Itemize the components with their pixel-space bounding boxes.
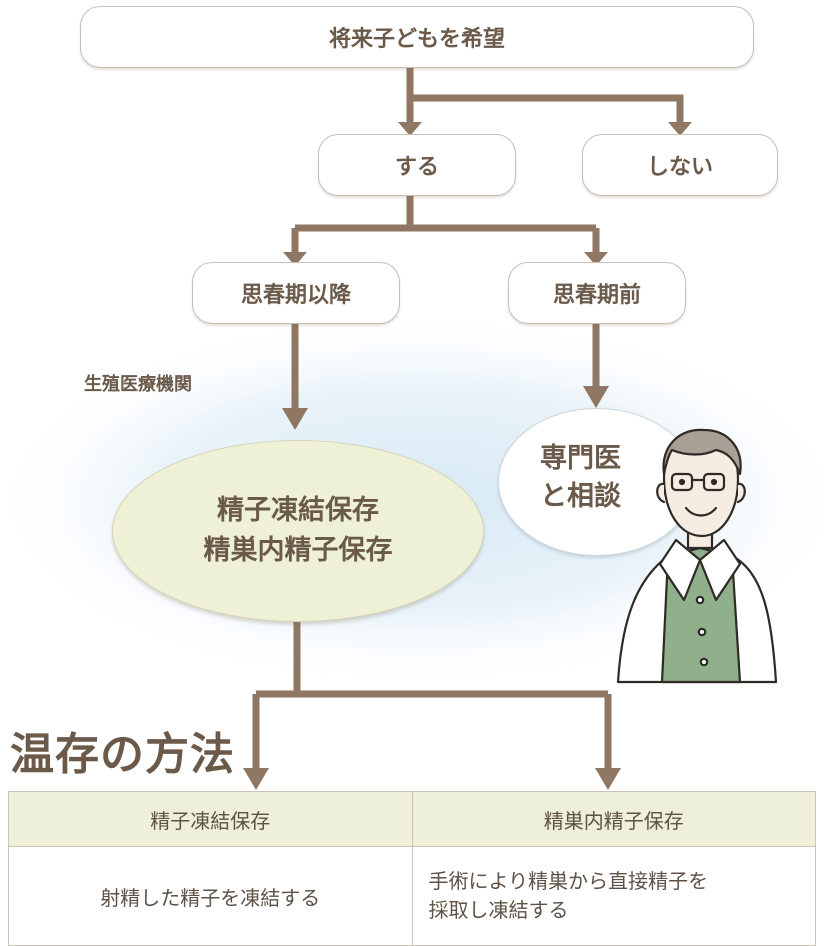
wish-children-label: 将来子どもを希望	[328, 27, 505, 52]
no-box: しない	[582, 134, 778, 196]
table-header-row: 精子凍結保存 精巣内精子保存	[8, 791, 816, 847]
wish-children-box: 将来子どもを希望	[80, 6, 754, 68]
methods-table: 精子凍結保存 精巣内精子保存 射精した精子を凍結する 手術により精巣から直接精子…	[8, 791, 816, 946]
table-row: 射精した精子を凍結する 手術により精巣から直接精子を 採取し凍結する	[8, 846, 816, 946]
yes-label: する	[394, 155, 439, 180]
no-label: しない	[646, 155, 713, 180]
cell-testicular-sperm-desc: 手術により精巣から直接精子を 採取し凍結する	[411, 846, 816, 946]
after-puberty-box: 思春期以降	[192, 262, 400, 324]
testicular-desc-line-1: 手術により精巣から直接精子を	[428, 869, 709, 893]
preservation-ellipse: 精子凍結保存 精巣内精子保存	[112, 440, 484, 622]
before-puberty-label: 思春期前	[552, 283, 641, 308]
after-puberty-label: 思春期以降	[240, 283, 351, 308]
before-puberty-box: 思春期前	[508, 262, 686, 324]
header-testicular-sperm: 精巣内精子保存	[411, 791, 816, 847]
sperm-freezing-line: 精子凍結保存	[217, 494, 379, 526]
header-sperm-freezing: 精子凍結保存	[8, 791, 413, 847]
institution-label: 生殖医療機関	[84, 374, 192, 395]
section-title: 温存の方法	[10, 729, 235, 780]
consult-text: 専門医 と相談	[540, 440, 636, 516]
testicular-desc-line-2: 採取し凍結する	[428, 898, 569, 922]
cell-sperm-freezing-desc: 射精した精子を凍結する	[8, 846, 413, 946]
consult-line-2: と相談	[540, 480, 621, 512]
testicular-sperm-line: 精巣内精子保存	[203, 535, 393, 566]
consult-line-1: 専門医	[540, 443, 621, 474]
yes-box: する	[318, 134, 516, 196]
